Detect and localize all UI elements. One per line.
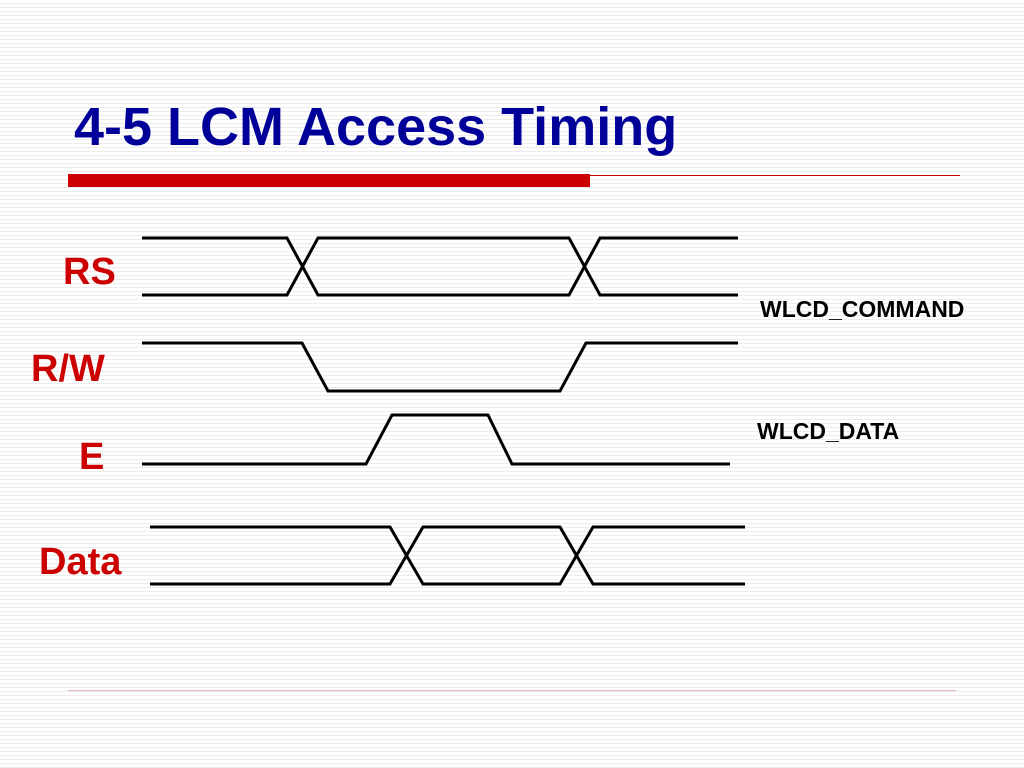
- data-top-line: [150, 525, 745, 586]
- e-line: [142, 413, 730, 466]
- e-waveform: [142, 413, 730, 466]
- signal-label-rs: RS: [63, 251, 116, 293]
- note-wlcd-data: WLCD_DATA: [757, 418, 900, 444]
- signal-label-e: E: [79, 436, 105, 478]
- rs-top-line: [142, 236, 738, 297]
- rs-waveform: [142, 236, 738, 297]
- rw-waveform: [142, 341, 738, 393]
- rs-bottom-line: [142, 236, 738, 297]
- title-underline-thick: [68, 174, 590, 187]
- title-underline-thin: [590, 175, 960, 176]
- data-bottom-line: [150, 525, 745, 586]
- slide-title: 4-5 LCM Access Timing: [74, 97, 678, 157]
- note-wlcd-command: WLCD_COMMAND: [760, 296, 965, 322]
- data-waveform: [150, 525, 745, 586]
- signal-label-data: Data: [39, 541, 122, 583]
- footer-divider: [68, 690, 956, 691]
- signal-label-rw: R/W: [31, 348, 105, 390]
- rw-line: [142, 341, 738, 393]
